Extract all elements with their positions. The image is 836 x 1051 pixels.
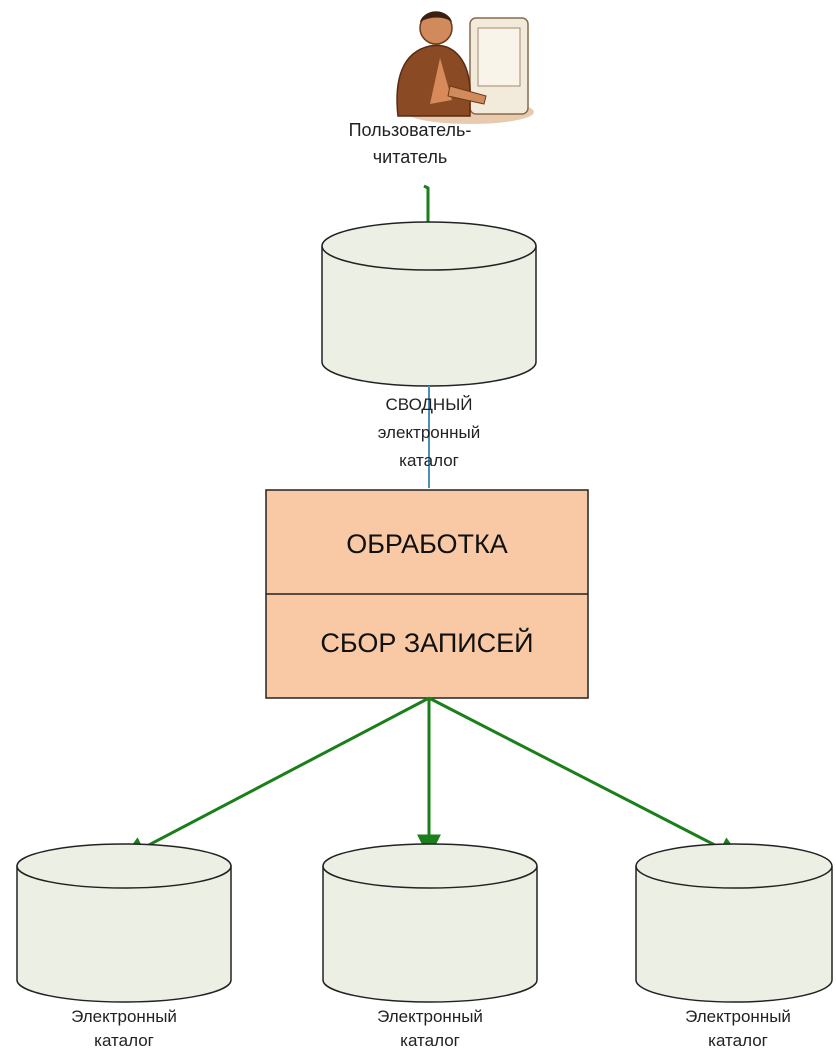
processing-box xyxy=(265,489,589,699)
union-catalog-label-line3: каталог xyxy=(399,451,459,470)
source-catalog-cylinder-1 xyxy=(16,843,232,1003)
source-catalog-3-label-line1: Электронный xyxy=(685,1007,791,1026)
person-at-computer-icon xyxy=(396,11,534,124)
record-collection-label: СБОР ЗАПИСЕЙ xyxy=(320,627,533,658)
arrow-to-catalog-1 xyxy=(121,696,430,860)
union-catalog-label-line1: СВОДНЫЙ xyxy=(386,395,473,414)
user-connector-line xyxy=(423,184,430,232)
union-catalog-label-line2: электронный xyxy=(378,423,481,442)
source-catalog-2-label-line1: Электронный xyxy=(377,1007,483,1026)
source-catalog-cylinder-2 xyxy=(322,843,538,1003)
union-catalog-cylinder xyxy=(321,221,537,387)
source-catalog-1-label-line2: каталог xyxy=(94,1031,154,1050)
arrow-to-catalog-3 xyxy=(428,696,743,860)
processing-label: ОБРАБОТКА xyxy=(346,529,508,559)
user-label-line1: Пользователь- xyxy=(349,120,472,140)
source-catalog-3-label-line2: каталог xyxy=(708,1031,768,1050)
user-label-line2: читатель xyxy=(373,147,447,167)
source-catalog-2-label-line2: каталог xyxy=(400,1031,460,1050)
source-catalog-cylinder-3 xyxy=(635,843,833,1003)
source-catalog-1-label-line1: Электронный xyxy=(71,1007,177,1026)
